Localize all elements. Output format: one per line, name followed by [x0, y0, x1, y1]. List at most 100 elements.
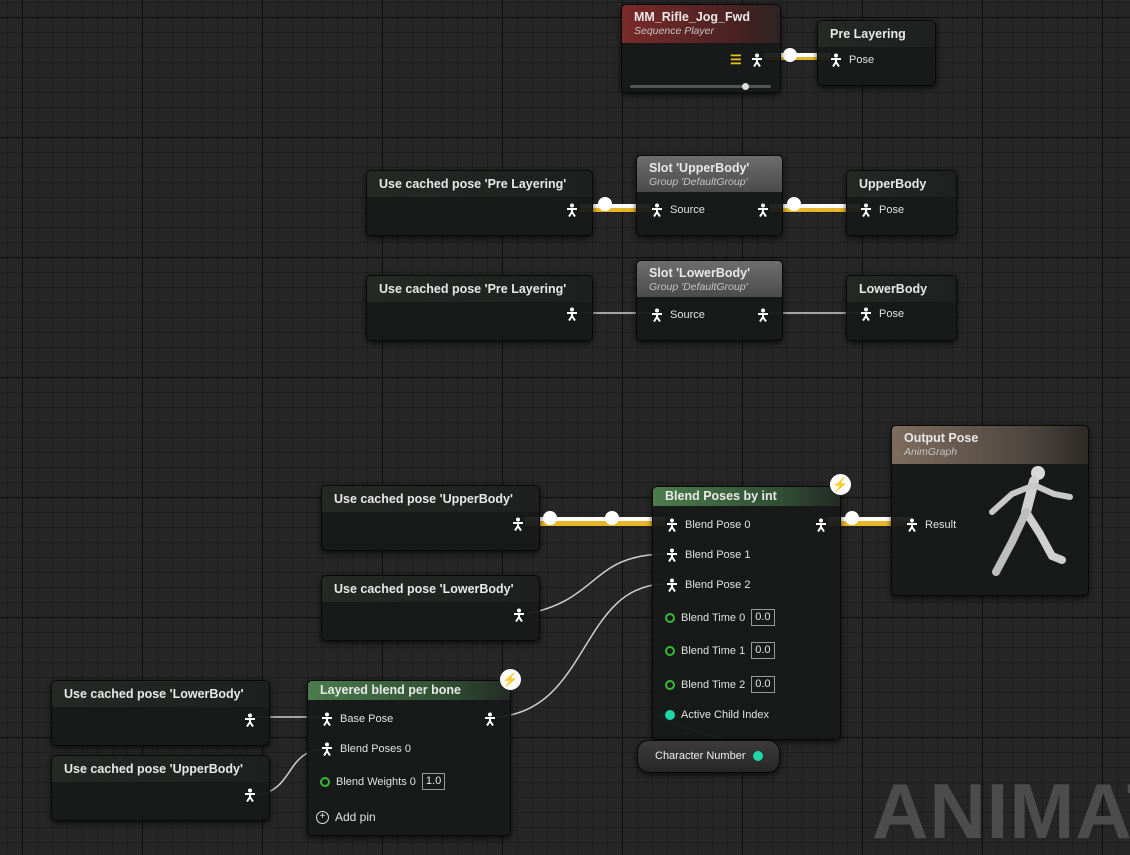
active-child-index-pin[interactable]: Active Child Index [665, 709, 769, 721]
blend-weights-0-pin[interactable]: Blend Weights 0 1.0 [320, 773, 446, 790]
pin-label: Pose [879, 204, 905, 216]
list-icon[interactable]: ☰ [730, 52, 742, 67]
use-cached-pose-node[interactable]: Use cached pose 'UpperBody' [51, 755, 270, 821]
pose-pin-icon [245, 713, 255, 727]
output-pose-pin[interactable] [565, 307, 585, 321]
float-pin-icon [665, 612, 675, 623]
blend-time-1-input[interactable]: 0.0 [751, 642, 775, 659]
int-output-pin[interactable] [753, 751, 763, 761]
pose-pin-icon [667, 518, 677, 532]
blend-pose-2-pin[interactable]: Blend Pose 2 [665, 578, 750, 592]
source-pin[interactable]: Source [650, 308, 705, 322]
blend-time-0-input[interactable]: 0.0 [751, 609, 775, 626]
wire-cachelower-to-blend1 [525, 553, 666, 615]
blend-time-0-pin[interactable]: Blend Time 0 0.0 [665, 609, 775, 626]
node-subtitle: AnimGraph [904, 446, 958, 458]
fast-path-icon: ⚡ [499, 668, 522, 691]
blend-time-2-input[interactable]: 0.0 [751, 676, 775, 693]
node-title: Use cached pose 'Pre Layering' [367, 276, 592, 302]
node-title: Output Pose AnimGraph [892, 426, 1088, 464]
blend-pose-0-pin[interactable]: Blend Pose 0 [665, 518, 750, 532]
blend-weight-0-input[interactable]: 1.0 [421, 773, 446, 790]
node-title: Slot 'UpperBody' Group 'DefaultGroup' [637, 156, 782, 192]
pose-pin-icon [831, 53, 841, 67]
playback-slider[interactable] [630, 85, 771, 88]
pin-label: Blend Pose 1 [685, 549, 751, 561]
pose-pin-icon [667, 578, 677, 592]
pin-label: Blend Time 0 [681, 611, 746, 624]
pin-label: Result [925, 519, 957, 531]
pose-pin-icon [567, 307, 577, 321]
pin-label: Blend Weights 0 [336, 775, 416, 788]
node-title: Use cached pose 'UpperBody' [52, 756, 269, 782]
graph-type-watermark: ANIMAT [872, 767, 1130, 855]
pose-pin-icon [667, 548, 677, 562]
use-cached-pose-node[interactable]: Use cached pose 'LowerBody' [321, 575, 540, 641]
pose-pin-icon [861, 307, 871, 321]
use-cached-pose-node[interactable]: Use cached pose 'LowerBody' [51, 680, 270, 746]
source-pin[interactable]: Source [650, 203, 705, 217]
node-title: Pre Layering [818, 21, 935, 47]
output-pose-pin[interactable] [750, 53, 770, 67]
pose-pin-icon [513, 517, 523, 531]
output-pose-pin[interactable] [756, 308, 776, 322]
pose-pin-icon [861, 203, 871, 217]
pin-label: Source [670, 204, 705, 216]
node-title-text: MM_Rifle_Jog_Fwd [634, 10, 750, 24]
node-title: Layered blend per bone [308, 681, 510, 700]
pose-input-pin[interactable]: Pose [829, 53, 874, 67]
use-cached-pose-node[interactable]: Use cached pose 'UpperBody' [321, 485, 540, 551]
blend-poses-by-int-node[interactable]: Blend Poses by int Blend Pose 0 Blend Po… [652, 486, 841, 740]
blend-poses-0-pin[interactable]: Blend Poses 0 [320, 742, 411, 756]
pose-pin-icon [816, 518, 826, 532]
node-subtitle: Sequence Player [634, 25, 714, 37]
blend-time-2-pin[interactable]: Blend Time 2 0.0 [665, 676, 775, 693]
pose-pin-icon [485, 712, 495, 726]
save-cached-pose-node[interactable]: LowerBody Pose [846, 275, 957, 341]
use-cached-pose-node[interactable]: Use cached pose 'Pre Layering' [366, 170, 593, 236]
output-pose-pin[interactable] [565, 203, 585, 217]
wire-cacheupper-to-blend0 [525, 511, 665, 526]
layered-blend-per-bone-node[interactable]: Layered blend per bone Base Pose Blend P… [307, 680, 511, 836]
pin-label: Active Child Index [681, 709, 770, 721]
node-title: Use cached pose 'LowerBody' [52, 681, 269, 707]
node-title: UpperBody [847, 171, 956, 197]
int-pin-icon [665, 710, 675, 720]
pin-label: Blend Pose 0 [685, 519, 751, 531]
slot-node[interactable]: Slot 'UpperBody' Group 'DefaultGroup' So… [636, 155, 783, 236]
base-pose-pin[interactable]: Base Pose [320, 712, 393, 726]
result-pin[interactable]: Result [905, 518, 956, 532]
pin-label: Source [670, 309, 705, 321]
add-pin-button[interactable]: + Add pin [316, 810, 376, 824]
pose-input-pin[interactable]: Pose [859, 203, 904, 217]
running-mannequin-icon [989, 466, 1073, 576]
node-title-text: Slot 'LowerBody' [649, 266, 751, 280]
blend-pose-1-pin[interactable]: Blend Pose 1 [665, 548, 750, 562]
output-pose-node[interactable]: Output Pose AnimGraph Result [891, 425, 1089, 596]
save-cached-pose-node[interactable]: Pre Layering Pose [817, 20, 936, 86]
pin-label: Blend Poses 0 [340, 743, 411, 755]
variable-get-node[interactable]: Character Number [637, 740, 780, 773]
slot-node[interactable]: Slot 'LowerBody' Group 'DefaultGroup' So… [636, 260, 783, 341]
use-cached-pose-node[interactable]: Use cached pose 'Pre Layering' [366, 275, 593, 341]
sequence-player-node[interactable]: MM_Rifle_Jog_Fwd Sequence Player ☰ [621, 4, 781, 93]
blend-time-1-pin[interactable]: Blend Time 1 0.0 [665, 642, 775, 659]
pin-label: Base Pose [340, 713, 394, 725]
output-pose-pin[interactable] [756, 203, 776, 217]
pose-pin-icon [245, 788, 255, 802]
pose-pin-icon [567, 203, 577, 217]
output-pose-pin[interactable] [511, 517, 531, 531]
save-cached-pose-node[interactable]: UpperBody Pose [846, 170, 957, 236]
pose-pin-icon [758, 308, 768, 322]
output-pose-pin[interactable] [483, 712, 503, 726]
fast-path-icon: ⚡ [829, 473, 852, 496]
output-pose-pin[interactable] [243, 788, 263, 802]
slider-knob[interactable] [742, 83, 749, 90]
node-title: Use cached pose 'UpperBody' [322, 486, 539, 512]
output-pose-pin[interactable] [243, 713, 263, 727]
pose-pin-icon [322, 712, 332, 726]
output-pose-pin[interactable] [814, 518, 834, 532]
output-pose-pin[interactable] [512, 608, 532, 622]
node-title-text: Output Pose [904, 431, 979, 445]
pose-input-pin[interactable]: Pose [859, 307, 904, 321]
